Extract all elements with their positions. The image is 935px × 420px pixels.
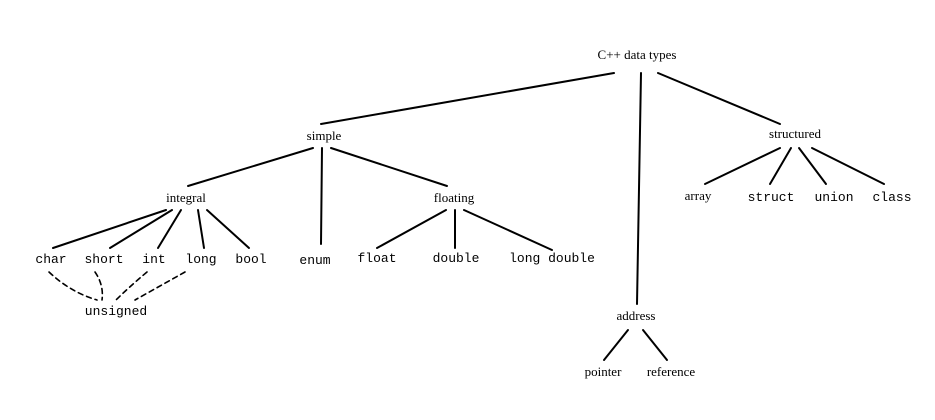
dashed-edge-char-unsigned <box>48 271 98 301</box>
node-bool: bool <box>235 252 267 267</box>
node-unsigned: unsigned <box>84 304 148 319</box>
node-struct: struct <box>747 190 795 205</box>
edge-simple-floating <box>330 147 448 187</box>
node-int: int <box>142 252 166 267</box>
edge-floating-float <box>376 209 447 249</box>
node-simple: simple <box>306 128 342 143</box>
edge-address-reference <box>642 329 668 361</box>
dashed-edge-long-unsigned <box>134 271 186 301</box>
edge-integral-bool <box>206 209 250 249</box>
node-short: short <box>84 252 124 267</box>
edge-floating-long-double <box>463 209 553 251</box>
node-root: C++ data types <box>597 47 677 62</box>
edge-integral-long <box>197 209 205 249</box>
edge-structured-array <box>704 147 781 185</box>
edge-address-pointer <box>603 329 629 361</box>
node-long-double: long double <box>509 251 595 266</box>
node-class: class <box>872 190 912 205</box>
edge-integral-short <box>109 209 173 249</box>
node-union: union <box>814 190 854 205</box>
edge-integral-char <box>52 209 167 249</box>
node-pointer: pointer <box>584 364 622 379</box>
edge-simple-enum <box>320 147 323 245</box>
node-address: address <box>616 308 656 323</box>
node-float: float <box>357 251 397 266</box>
dashed-edge-short-unsigned <box>94 271 104 301</box>
edge-simple-integral <box>187 147 314 187</box>
node-char: char <box>35 252 67 267</box>
node-double: double <box>432 251 480 266</box>
node-array: array <box>684 188 712 203</box>
edge-structured-union <box>798 147 827 185</box>
node-structured: structured <box>769 126 821 141</box>
node-long: long <box>185 252 217 267</box>
edge-structured-class <box>811 147 885 185</box>
node-integral: integral <box>166 190 206 205</box>
node-reference: reference <box>646 364 696 379</box>
edge-root-address <box>636 72 642 305</box>
edge-integral-int <box>157 209 182 249</box>
edge-root-simple <box>320 72 615 125</box>
node-enum: enum <box>299 253 331 268</box>
edge-structured-struct <box>769 147 792 185</box>
node-floating: floating <box>433 190 475 205</box>
edge-root-structured <box>657 72 781 125</box>
dashed-edge-int-unsigned <box>115 271 148 301</box>
